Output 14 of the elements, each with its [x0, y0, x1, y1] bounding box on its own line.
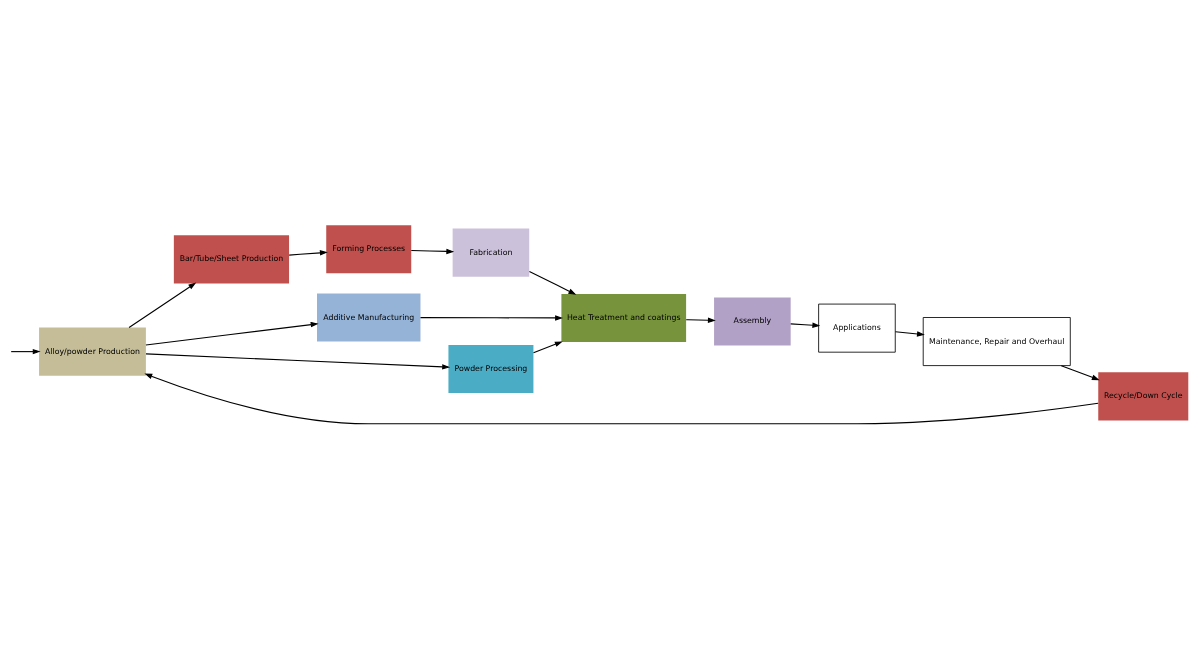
- arrow: [145, 353, 451, 370]
- arrow: [128, 282, 197, 329]
- arrow: [144, 373, 1099, 425]
- arrow: [419, 315, 563, 321]
- arrow: [894, 331, 925, 337]
- arrow: [145, 321, 319, 346]
- arrow: [410, 248, 455, 255]
- arrow: [685, 317, 716, 323]
- arrow: [10, 348, 41, 355]
- arrow: [528, 270, 577, 295]
- arrow: [790, 322, 821, 329]
- arrow: [288, 250, 328, 256]
- arrow: [1060, 365, 1100, 381]
- arrow: [532, 341, 563, 354]
